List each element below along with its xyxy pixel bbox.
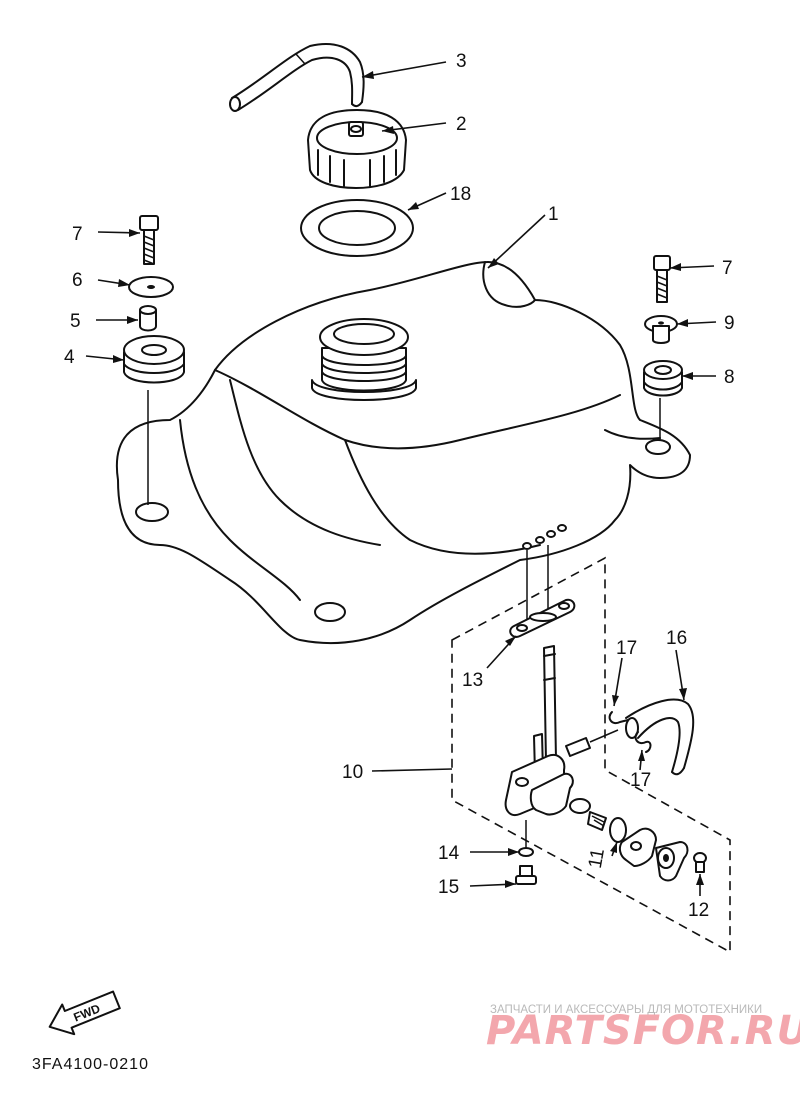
callout-12: 12	[688, 900, 709, 921]
callout-13: 13	[462, 670, 483, 691]
watermark-caption: ЗАПЧАСТИ И АКСЕССУАРЫ ДЛЯ МОТОТЕХНИКИ	[490, 1004, 762, 1016]
callout-9: 9	[724, 313, 735, 334]
drain-screw-part[interactable]	[515, 865, 537, 885]
callout-17-lower: 17	[630, 770, 651, 791]
callout-3: 3	[456, 51, 467, 72]
bolt-left-part[interactable]	[139, 215, 159, 265]
callout-16: 16	[666, 628, 687, 649]
fuel-cock-part[interactable]	[504, 645, 591, 816]
fuel-cock-gasket-part[interactable]	[509, 598, 576, 638]
fuel-cap-part[interactable]	[307, 109, 407, 189]
callout-18: 18	[450, 184, 471, 205]
callout-1: 1	[548, 204, 559, 225]
callout-8: 8	[724, 367, 735, 388]
screw-guide-lines	[526, 545, 549, 620]
callout-7-left: 7	[72, 224, 83, 245]
bolt-right-part[interactable]	[653, 255, 671, 303]
callout-17-upper: 17	[616, 638, 637, 659]
fuel-cock-lever-part[interactable]	[655, 841, 689, 882]
hose-axis	[589, 729, 619, 743]
fuel-hose-part[interactable]	[625, 698, 695, 776]
fuel-cock-assembly-outline	[451, 556, 731, 954]
drain-washer-part[interactable]	[518, 847, 534, 857]
callout-15: 15	[438, 877, 459, 898]
collar-left-part[interactable]	[139, 305, 157, 332]
callout-labels: 3 2 18 1 7 6 5 4 7 9 8 10 13 14 15 16 17…	[64, 51, 735, 921]
cap-gasket-part[interactable]	[300, 199, 414, 257]
lever-spring-part[interactable]	[569, 798, 607, 831]
watermark-brand: PARTSFOR.RU	[486, 1008, 800, 1054]
o-ring-part[interactable]	[609, 817, 627, 843]
callout-4: 4	[64, 347, 75, 368]
lever-plate-part[interactable]	[618, 827, 657, 867]
damper-right-part[interactable]	[643, 360, 683, 397]
lever-screw-part[interactable]	[693, 852, 707, 873]
callout-7-right: 7	[722, 258, 733, 279]
callout-10: 10	[342, 762, 363, 783]
fwd-arrow: FWD	[48, 990, 121, 1036]
breather-hose-part[interactable]	[229, 43, 365, 112]
callout-2: 2	[456, 114, 467, 135]
leader-lines	[85, 61, 717, 896]
hose-clip-upper-part[interactable]	[608, 711, 629, 724]
hose-clip-lower-part[interactable]	[634, 731, 652, 753]
callout-6: 6	[72, 270, 83, 291]
washer-left-part[interactable]	[128, 276, 174, 298]
fuel-tank-part[interactable]	[115, 261, 691, 645]
diagram-code: 3FA4100-0210	[32, 1056, 149, 1073]
flanged-collar-right-part[interactable]	[644, 315, 678, 344]
callout-14: 14	[438, 843, 460, 864]
screws-set[interactable]	[522, 524, 567, 550]
callout-5: 5	[70, 311, 81, 332]
damper-left-part[interactable]	[123, 335, 185, 384]
callout-11: 11	[585, 847, 609, 870]
